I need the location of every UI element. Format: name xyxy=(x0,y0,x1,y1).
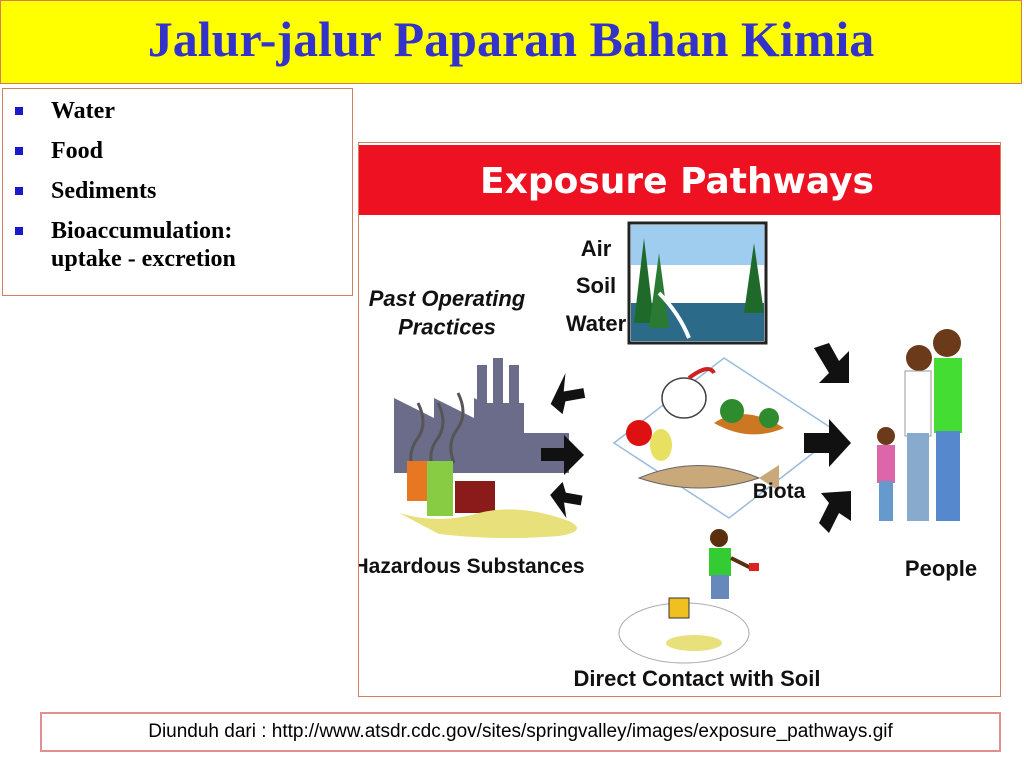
source-text: Diunduh dari : http://www.atsdr.cdc.gov/… xyxy=(148,721,893,742)
bullet-text: Sediments xyxy=(51,178,157,204)
bullet-square-icon xyxy=(15,107,23,115)
bullet-box: Water Food Sediments Bioaccumulation:upt… xyxy=(2,88,353,296)
diagram-header: Exposure Pathways xyxy=(480,161,874,202)
bullet-square-icon xyxy=(15,227,23,235)
bullet-text: Food xyxy=(51,138,104,164)
bullet-item: Food xyxy=(15,137,352,165)
people-icon xyxy=(877,329,962,521)
label-soil: Soil xyxy=(576,273,616,298)
biota-food-icon xyxy=(612,357,841,519)
bullet-item: Bioaccumulation:uptake - excretion xyxy=(15,217,352,273)
landscape-icon xyxy=(627,221,768,345)
label-air: Air xyxy=(581,236,612,261)
arrows-right xyxy=(804,343,851,533)
label-hazardous-substances: Hazardous Substances xyxy=(359,555,585,578)
barrels-icon xyxy=(399,461,577,539)
label-people: People xyxy=(905,556,977,581)
bullet-list: Water Food Sediments Bioaccumulation:upt… xyxy=(15,97,352,273)
source-footer: Diunduh dari : http://www.atsdr.cdc.gov/… xyxy=(40,712,1001,752)
label-biota: Biota xyxy=(753,480,806,503)
label-direct-contact: Direct Contact with Soil xyxy=(574,666,821,691)
bullet-item: Water xyxy=(15,97,352,125)
arrows-left xyxy=(541,372,586,519)
bullet-text: Water xyxy=(51,98,115,124)
bullet-square-icon xyxy=(15,187,23,195)
label-water: Water xyxy=(566,311,627,336)
bullet-text: Bioaccumulation:uptake - excretion xyxy=(51,218,236,272)
bullet-item: Sediments xyxy=(15,177,352,205)
diagram-header-bar xyxy=(359,145,1000,215)
slide-title: Jalur-jalur Paparan Bahan Kimia xyxy=(147,11,875,67)
title-bar: Jalur-jalur Paparan Bahan Kimia xyxy=(0,0,1022,84)
child-soil-icon xyxy=(618,529,759,664)
bullet-square-icon xyxy=(15,147,23,155)
